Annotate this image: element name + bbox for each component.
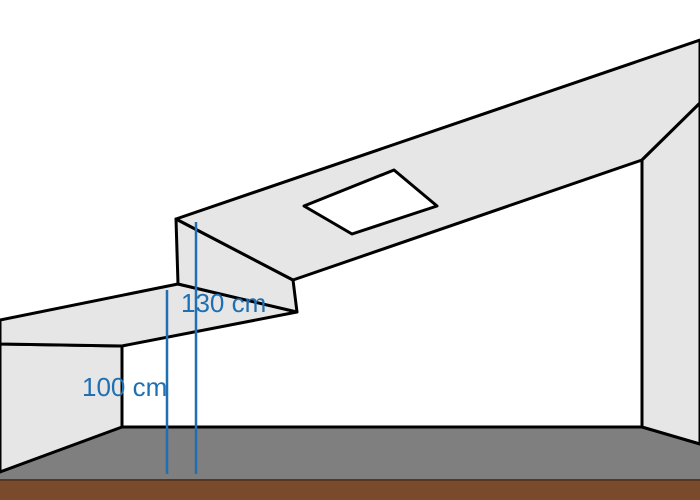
left-sloped-ceiling [0, 282, 299, 348]
upper-sloped-ceiling [174, 38, 700, 282]
dimension-label-130cm: 130 cm [181, 288, 266, 318]
skylight-window [302, 168, 439, 236]
right-end-wall [640, 101, 700, 446]
floor-edge [0, 480, 700, 500]
dimension-label-100cm: 100 cm [82, 372, 167, 402]
